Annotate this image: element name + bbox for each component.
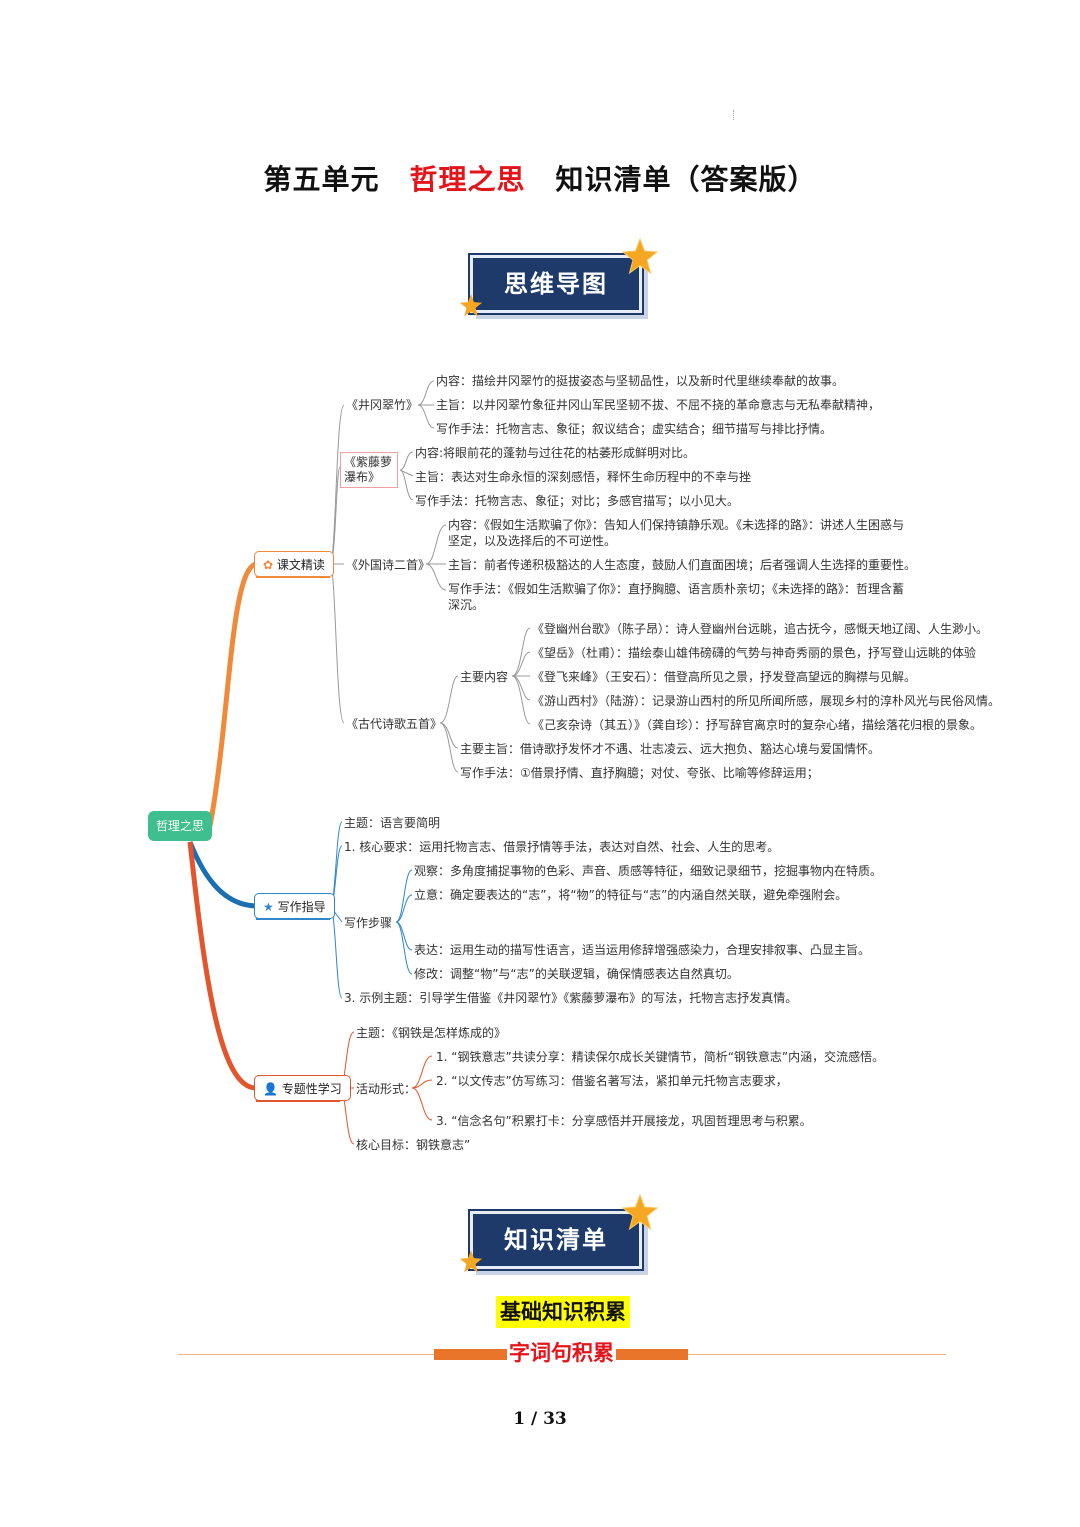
gear-icon: ✿ [263, 558, 273, 572]
gudai-poem: 《游山西村》（陆游）：记录游山西村的所见所闻所感，展现乡村的淳朴风光与民俗风情。 [532, 693, 1000, 709]
waiguo-title: 《外国诗二首》 [346, 557, 430, 573]
xiezuo-step: 修改：调整“物”与“志”的关联逻辑，确保情感表达自然真切。 [414, 966, 739, 982]
user-icon: 👤 [263, 1082, 278, 1096]
zhuanti-activity: 3. “信念名句”积累打卡：分享感悟并开展接龙，巩固哲理思考与积累。 [436, 1113, 812, 1129]
jinggang-method: 写作手法：托物言志、象征；叙议结合；虚实结合；细节描写与排比抒情。 [436, 421, 832, 437]
node-zhuanti-label: 专题性学习 [282, 1082, 342, 1096]
xiezuo-step: 观察：多角度捕捉事物的色彩、声音、质感等特征，细致记录细节，挖掘事物内在特质。 [414, 863, 882, 879]
node-xiezuo-label: 写作指导 [278, 900, 326, 914]
waiguo-content-2: 坚定，以及选择后的不可逆性。 [448, 533, 616, 549]
node-kewen-label: 课文精读 [277, 558, 325, 572]
waiguo-content-1: 内容：《假如生活欺骗了你》：告知人们保持镇静乐观。《未选择的路》：讲述人生困惑与 [448, 517, 904, 533]
node-xiezuo: ★ 写作指导 [254, 893, 335, 919]
gudai-title: 《古代诗歌五首》 [346, 716, 442, 732]
xiezuo-steps-label: 写作步骤 [344, 915, 392, 931]
section-bar-left [434, 1349, 508, 1360]
ziteng-title: 《紫藤萝瀑布》 [340, 452, 398, 488]
gudai-poem: 《登飞来峰》（王安石）：借登高所见之景，抒发登高望远的胸襟与见解。 [532, 669, 916, 685]
section-words-heading: 字词句积累 [507, 1338, 616, 1368]
zhuanti-activity: 2. “以文传志”仿写练习：借鉴名著写法，紧扣单元托物言志要求， [436, 1073, 788, 1089]
section-bar-right [616, 1349, 688, 1360]
ziteng-method: 写作手法：托物言志、象征；对比；多感官描写；以小见大。 [415, 493, 739, 509]
waiguo-theme: 主旨：前者传递积极豁达的人生态度，鼓励人们直面困境；后者强调人生选择的重要性。 [448, 557, 916, 573]
zhuanti-activity-label: 活动形式： [356, 1081, 416, 1097]
gudai-poem: 《己亥杂诗（其五）》（龚自珍）：抒写辞官离京时的复杂心绪，描绘落花归根的景象。 [532, 717, 982, 733]
ziteng-theme: 主旨：表达对生命永恒的深刻感悟，释怀生命历程中的不幸与挫 [415, 469, 751, 485]
xiezuo-example: 3. 示例主题：引导学生借鉴《井冈翠竹》《紫藤萝瀑布》的写法，托物言志抒发真情。 [344, 990, 797, 1006]
waiguo-method-1: 写作手法：《假如生活欺骗了你》：直抒胸臆、语言质朴亲切；《未选择的路》：哲理含蓄 [448, 581, 904, 597]
gudai-theme: 主要主旨：借诗歌抒发怀才不遇、壮志凌云、远大抱负、豁达心境与爱国情怀。 [460, 741, 880, 757]
gudai-main-label: 主要内容 [460, 669, 508, 685]
star-icon [620, 1193, 660, 1233]
ziteng-content: 内容:将眼前花的蓬勃与过往花的枯萎形成鲜明对比。 [415, 445, 695, 461]
xiezuo-theme: 主题：语言要简明 [344, 815, 440, 831]
jinggang-theme: 主旨：以井冈翠竹象征井冈山军民坚韧不拔、不屈不挠的革命意志与无私奉献精神， [436, 397, 880, 413]
star-icon [458, 1249, 484, 1275]
node-zhuanti: 👤 专题性学习 [254, 1075, 351, 1101]
zhuanti-theme: 主题：《钢铁是怎样炼成的》 [356, 1025, 506, 1041]
xiezuo-step: 立意：确定要表达的“志”，将“物”的特征与“志”的内涵自然关联，避免牵强附会。 [414, 887, 847, 903]
xiezuo-core: 1. 核心要求：运用托物言志、借景抒情等手法，表达对自然、社会、人生的思考。 [344, 839, 779, 855]
zhuanti-goal: 核心目标：钢铁意志” [356, 1137, 470, 1153]
page-number: 1 / 33 [0, 1409, 1080, 1429]
checklist-banner-label: 知识清单 [470, 1211, 642, 1269]
node-kewen: ✿ 课文精读 [254, 551, 334, 577]
section-basic-heading: 基础知识积累 [496, 1296, 630, 1328]
jinggang-title: 《井冈翠竹》 [346, 397, 418, 413]
zhuanti-activity: 1. “钢铁意志”共读分享：精读保尔成长关键情节，简析“钢铁意志”内涵，交流感悟… [436, 1049, 884, 1065]
star-icon: ★ [263, 900, 274, 914]
xiezuo-step: 表达：运用生动的描写性语言，适当运用修辞增强感染力，合理安排叙事、凸显主旨。 [414, 942, 870, 958]
gudai-method: 写作手法：①借景抒情、直抒胸臆；对仗、夸张、比喻等修辞运用； [460, 765, 819, 781]
gudai-poem: 《登幽州台歌》（陈子昂）：诗人登幽州台远眺，追古抚今，感慨天地辽阔、人生渺小。 [532, 621, 988, 637]
mindmap-root: 哲理之思 [148, 811, 212, 841]
waiguo-method-2: 深沉。 [448, 597, 484, 613]
jinggang-content: 内容：描绘井冈翠竹的挺拔姿态与坚韧品性，以及新时代里继续奉献的故事。 [436, 373, 844, 389]
gudai-poem: 《望岳》（杜甫）：描绘泰山雄伟磅礴的气势与神奇秀丽的景色，抒写登山远眺的体验 [532, 645, 976, 661]
